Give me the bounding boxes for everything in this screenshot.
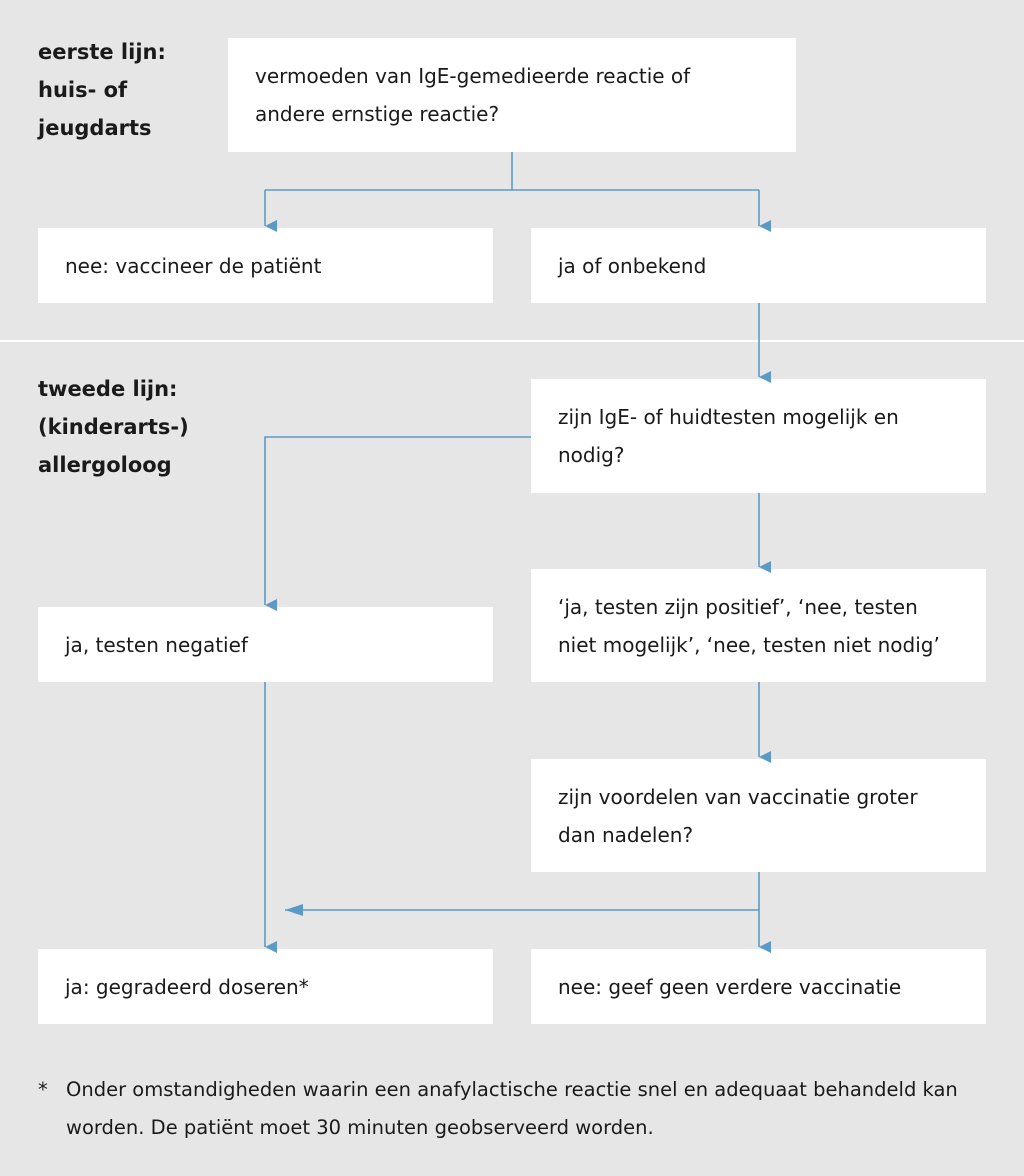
box-suspicion-text: vermoeden van IgE-gemedieerde reactie of… [255,64,691,126]
box-tests-possible-text: zijn IgE- of huidtesten mogelijk en nodi… [558,405,899,467]
box-yes-unknown-text: ja of onbekend [558,253,707,278]
footnote: * Onder omstandigheden waarin een anafyl… [38,1071,998,1147]
arrow-to-tests-negative [264,436,531,611]
box-no-further: nee: geef geen verdere vaccinatie [531,949,986,1024]
box-tests-negative-text: ja, testen negatief [65,632,248,657]
box-no-vaccinate-text: nee: vaccineer de patiënt [65,253,322,278]
box-graded-dosing-text: ja: gegradeerd doseren* [65,974,309,999]
footnote-marker: * [38,1078,48,1101]
box-graded-dosing: ja: gegradeerd doseren* [38,949,493,1024]
section-label-first-line: eerste lijn: huis- of jeugdarts [38,40,166,140]
box-yes-unknown: ja of onbekend [531,228,986,303]
box-no-further-text: nee: geef geen verdere vaccinatie [558,974,902,999]
box-no-vaccinate: nee: vaccineer de patiënt [38,228,493,303]
box-benefits: zijn voordelen van vaccinatie groter dan… [531,759,986,872]
box-tests-outcomes: ‘ja, testen zijn positief’, ‘nee, testen… [531,569,986,682]
box-benefits-text: zijn voordelen van vaccinatie groter dan… [558,784,918,847]
section-divider [0,340,1024,342]
box-tests-possible: zijn IgE- of huidtesten mogelijk en nodi… [531,379,986,493]
section-label-second-line: tweede lijn: (kinderarts-) allergoloog [38,377,189,477]
box-tests-negative: ja, testen negatief [38,607,493,682]
box-tests-outcomes-text: ‘ja, testen zijn positief’, ‘nee, testen… [558,594,940,657]
box-suspicion: vermoeden van IgE-gemedieerde reactie of… [228,38,796,152]
footnote-text: Onder omstandigheden waarin een anafylac… [66,1078,958,1139]
